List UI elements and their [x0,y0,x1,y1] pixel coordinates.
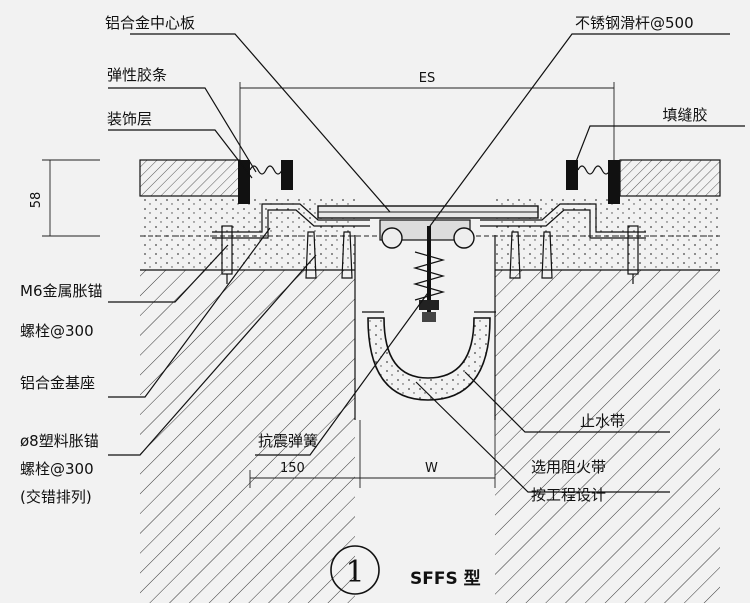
model-title: SFFS 型 [410,568,481,589]
label-m6-anchor-1: M6金属胀锚 [20,282,103,300]
finish-layer [139,159,721,197]
label-slide-bar: 不锈钢滑杆@500 [575,14,694,32]
detail-circle [330,545,380,595]
dim-150-label: 150 [280,461,305,476]
dim-es: ES [239,71,615,160]
right-slab [494,235,720,603]
label-plastic-anchor-1: ø8塑料胀锚 [20,432,99,450]
label-m6-anchor-2: 螺栓@300 [20,322,94,340]
dim-bottom: 150 W [249,420,496,488]
anchor-bolts [221,225,639,284]
label-filler: 填缝胶 [662,106,707,124]
detail-number: 1 [345,555,364,590]
dim-w-label: W [425,461,438,476]
seismic-spring [412,226,446,322]
label-plastic-anchor-3: (交错排列) [20,488,92,506]
label-plastic-anchor-2: 螺栓@300 [20,460,94,478]
label-fire-barrier-2: 按工程设计 [531,486,606,504]
center-plate [317,205,539,249]
detail-title: 1 SFFS 型 [330,545,481,595]
label-waterstop: 止水带 [580,412,625,430]
alu-base-profiles [212,203,646,239]
label-spring: 抗震弹簧 [258,432,318,450]
left-slab [140,235,356,603]
dim-58-label: 58 [29,192,44,209]
dim-58: 58 [29,159,100,237]
es-label: ES [419,71,435,86]
label-center-plate: 铝合金中心板 [105,14,195,32]
waterstop [362,311,496,401]
label-finish-layer: 装饰层 [107,110,152,128]
label-rubber-strip: 弹性胶条 [107,66,167,84]
rubber-strips [238,160,620,204]
label-alu-base: 铝合金基座 [20,374,95,392]
label-fire-barrier-1: 选用阻火带 [531,458,606,476]
leader-lines [108,33,745,493]
